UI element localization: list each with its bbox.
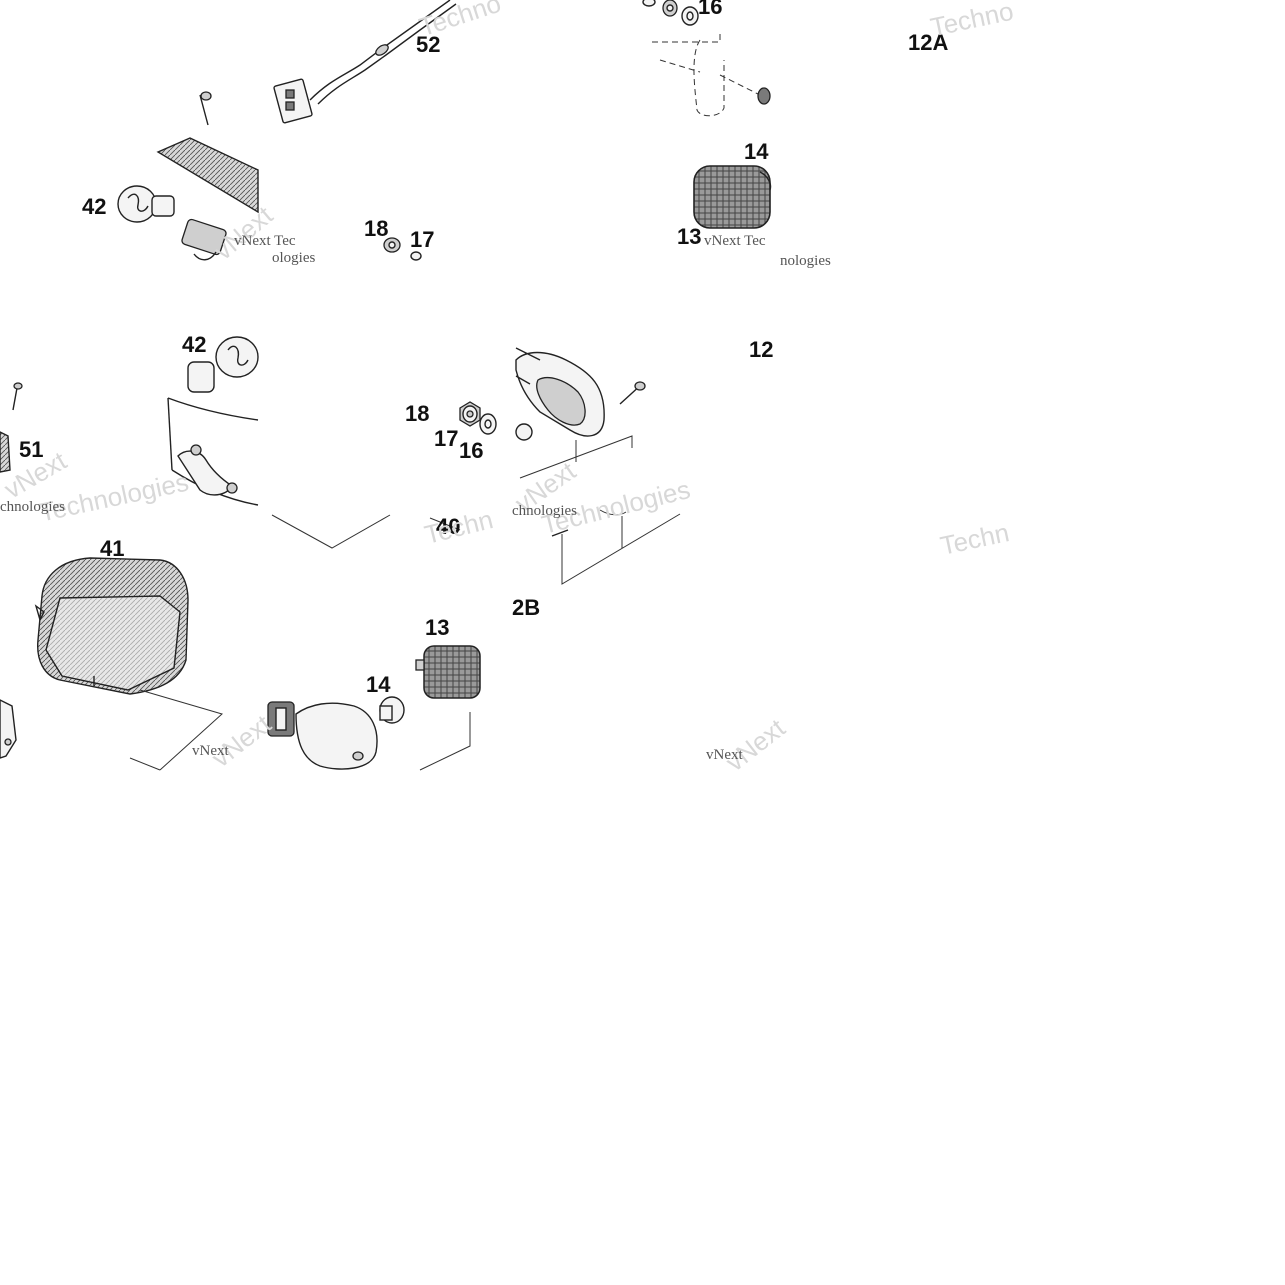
watermark-vnext-small-bottom-left: vNext [192,743,229,759]
part-label-18-mid: 18 [405,401,430,426]
watermark-nologies-top-mid: nologies [780,253,831,269]
watermark-ologies-top-left: ologies [272,250,316,266]
part-label-42-mid: 42 [182,332,207,357]
turn-signal-housing-12 [515,347,681,585]
nuts-washers-top [383,237,422,261]
tail-lens-42-mid [167,336,259,506]
screw-51 [0,382,23,473]
part-label-2B: 2B [512,595,541,620]
watermark-chnologies-mid-right: chnologies [512,503,577,519]
part-label-14-bottom: 14 [366,672,391,697]
part-label-52: 52 [416,32,441,57]
washers-16-top [642,0,699,26]
nuts-washers-mid [459,401,497,435]
part-label-12A: 12A [908,30,949,55]
base-outline-mid [271,514,461,549]
wire-harness-52 [273,0,457,124]
part-label-14-top: 14 [744,139,769,164]
part-label-16-top: 16 [698,0,723,19]
part-label-42-top: 42 [82,194,107,219]
mount-bracket-outline [652,30,771,117]
watermark-chnologies-mid-left: chnologies [0,499,65,515]
turn-signal-13-14-bottom [267,645,481,771]
tail-lens-42-top [117,91,259,261]
part-label-51: 51 [19,437,44,462]
part-label-16-mid: 16 [459,438,484,463]
part-label-13-top: 13 [677,224,702,249]
watermark-next-tec-top-mid: vNext Tec [704,233,766,249]
part-label-13-bottom: 13 [425,615,450,640]
turn-signal-lens-13-top [693,165,772,229]
part-label-40: 40 [436,514,461,539]
part-label-17-mid: 17 [434,426,459,451]
part-label-12-mid: 12 [749,337,774,362]
part-label-18-top: 18 [364,216,389,241]
watermark-vnext-tec-top-left: vNext Tec [234,233,296,249]
tail-lamp-41 [0,557,223,771]
watermark-vnext-small-bottom-right: vNext [706,747,743,763]
part-label-41: 41 [100,536,125,561]
part-label-17-top: 17 [410,227,435,252]
